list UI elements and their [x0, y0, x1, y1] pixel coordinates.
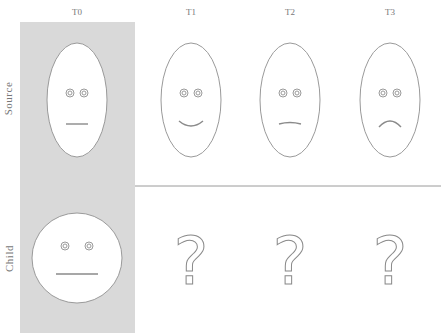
question-mark: ? — [272, 229, 307, 295]
child-face — [32, 213, 122, 303]
column-header: T3 — [385, 8, 395, 17]
shaded-column — [20, 22, 135, 333]
row-label: Child — [4, 245, 15, 272]
question-mark: ? — [372, 229, 407, 295]
column-header: T1 — [186, 8, 196, 17]
column-header: T2 — [285, 8, 295, 17]
face-eyes — [66, 89, 401, 97]
column-header: T0 — [72, 8, 82, 17]
question-mark: ? — [173, 229, 208, 295]
row-divider — [135, 186, 441, 187]
row-label: Source — [4, 81, 15, 115]
source-faces — [47, 43, 420, 157]
face-mouths — [66, 121, 401, 127]
